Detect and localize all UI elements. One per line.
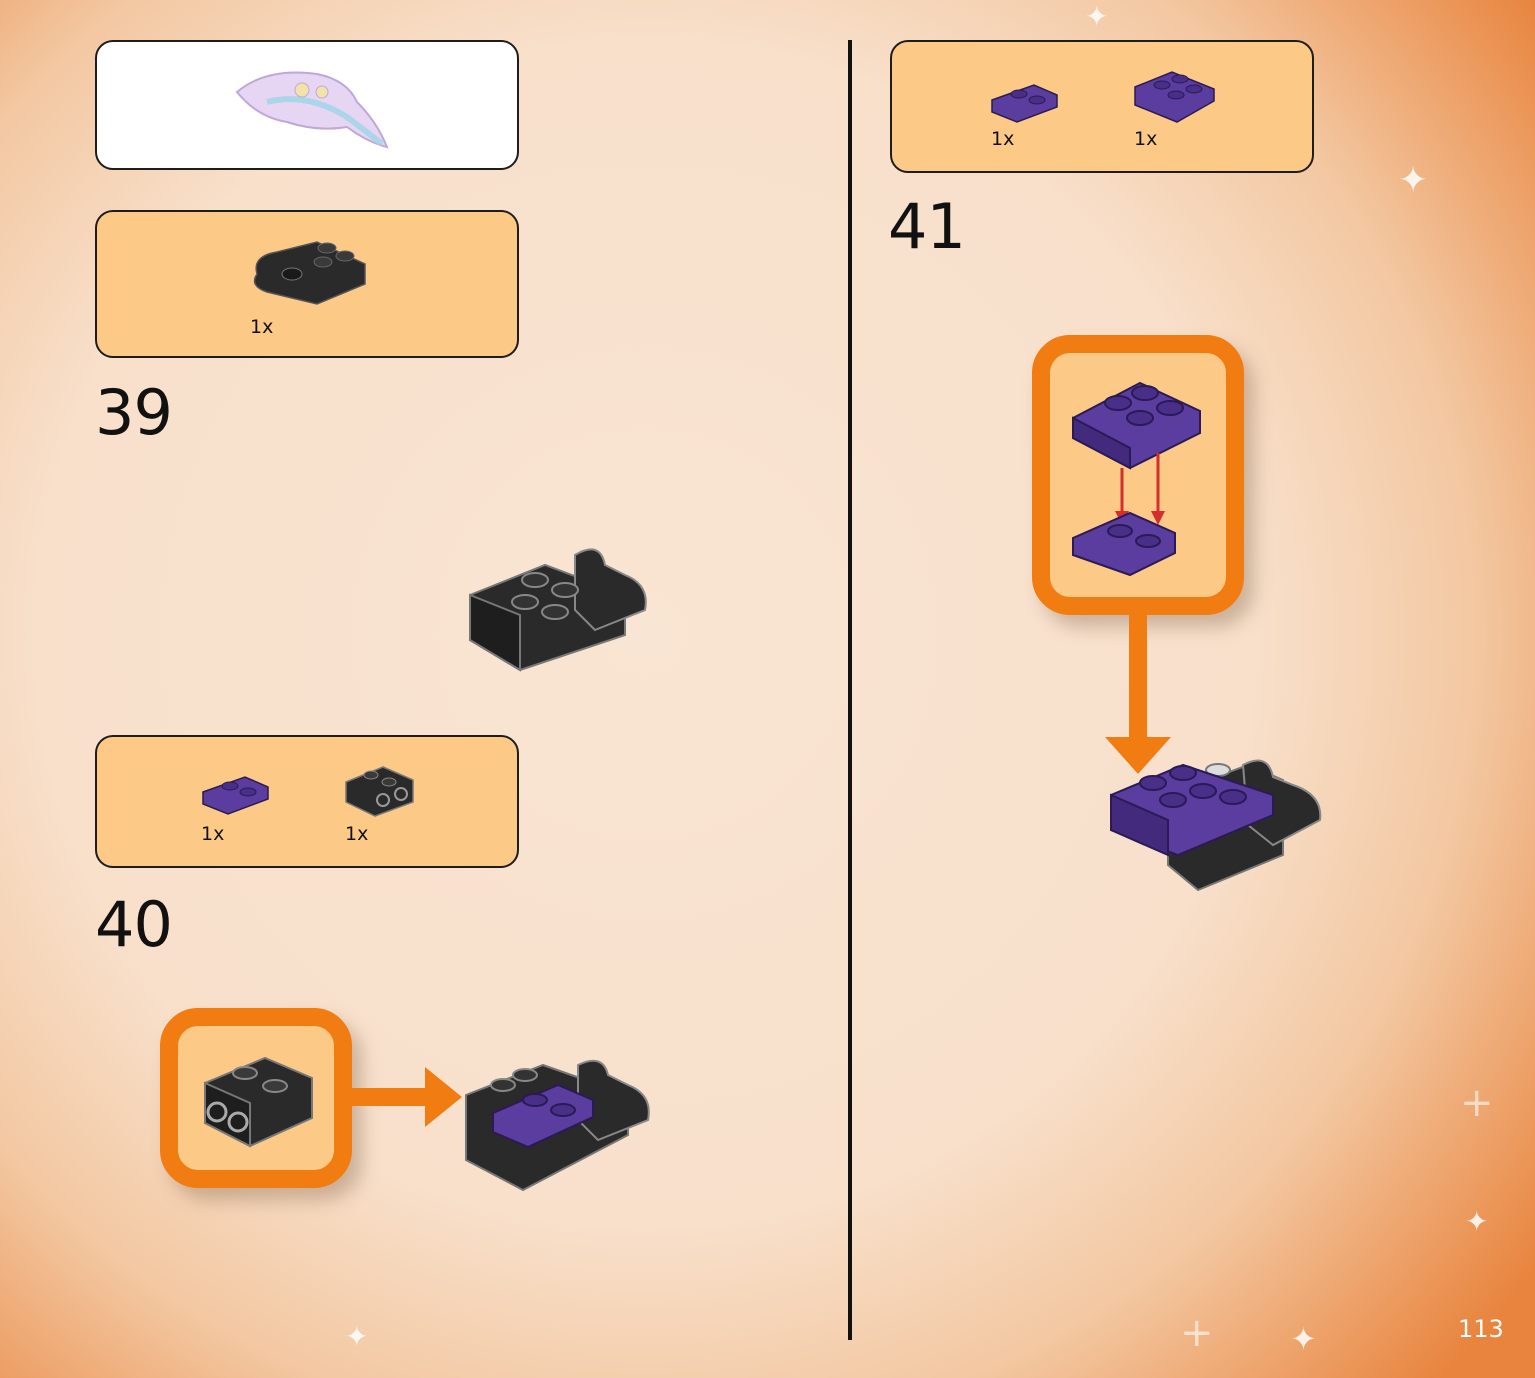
star-icon: ✦ [1398, 160, 1429, 201]
purple-plate-1x2-icon [991, 84, 1058, 123]
model-preview-image [235, 71, 389, 149]
orange-arrow-right-icon [350, 1067, 462, 1127]
step-41-subassembly-callout [1032, 335, 1244, 615]
parts-list-panel-step-41: 1x 1x [890, 40, 1314, 173]
purple-plate-2x2-icon [1134, 71, 1215, 123]
parts-list-panel-step-40: 1x 1x [95, 735, 519, 868]
black-clip-brick-icon [253, 241, 366, 305]
step-number-40: 40 [95, 888, 173, 961]
star-icon: + [1460, 1080, 1494, 1126]
black-bracket-brick-image [204, 1056, 313, 1148]
part-quantity: 1x [201, 823, 225, 845]
part-quantity: 1x [250, 316, 274, 338]
model-preview-panel [95, 40, 519, 170]
purple-plates-stack-image [1072, 381, 1201, 577]
part-quantity: 1x [345, 823, 369, 845]
step-40-assembly-image [465, 1059, 650, 1192]
purple-plate-1x2-icon [202, 776, 269, 815]
page-number: 113 [1458, 1315, 1504, 1343]
part-quantity: 1x [991, 128, 1015, 150]
part-quantity: 1x [1134, 128, 1158, 150]
star-icon: ✦ [1290, 1320, 1317, 1358]
black-bracket-brick-icon [345, 766, 414, 817]
column-divider [848, 40, 852, 1340]
step-number-41: 41 [888, 190, 966, 263]
orange-arrow-down-icon [1105, 612, 1171, 774]
star-icon: + [1180, 1310, 1214, 1356]
star-icon: ✦ [1085, 0, 1109, 33]
step-39-assembly-image [469, 548, 647, 672]
parts-list-panel-step-39: 1x [95, 210, 519, 358]
step-41-assembly-image [1110, 759, 1322, 892]
step-number-39: 39 [95, 376, 173, 449]
star-icon: ✦ [1465, 1205, 1489, 1238]
star-icon: ✦ [345, 1320, 369, 1353]
step-40-subassembly-callout [160, 1008, 352, 1188]
